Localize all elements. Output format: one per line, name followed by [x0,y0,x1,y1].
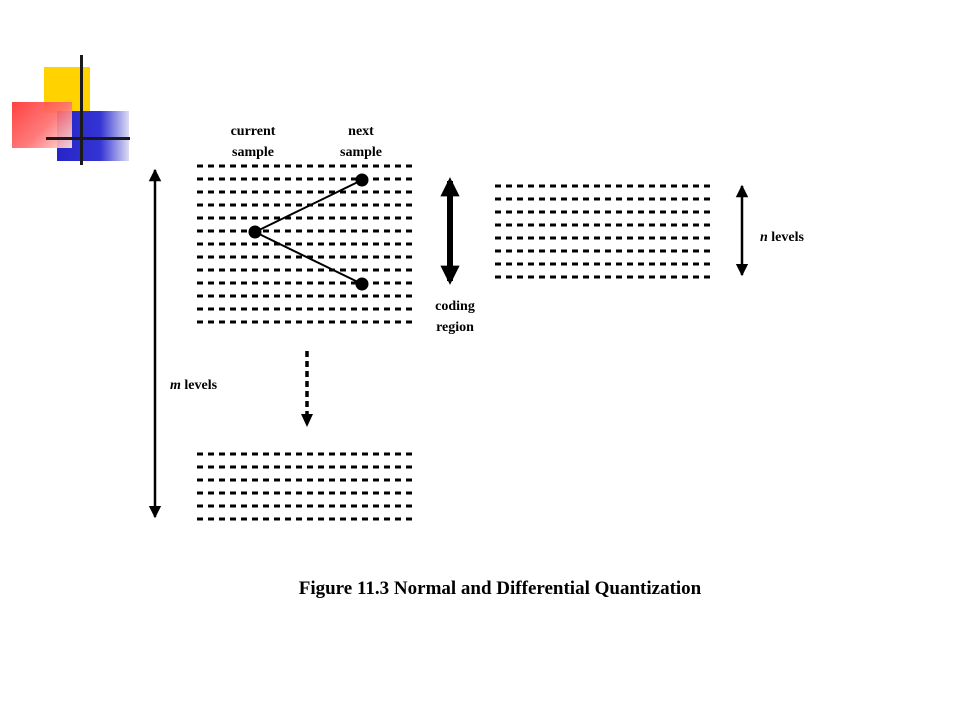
current-sample-label-line1: current [230,124,276,139]
quantization-arrowhead [301,414,313,427]
next-sample-label-line1: next [348,124,374,139]
coding-region-label: coding region [415,296,495,338]
coding-region-label-line1: coding [435,299,475,314]
current-sample-label-line2: sample [232,145,274,160]
next-sample-lower-point [355,277,369,291]
coding-region-label-line2: region [436,320,474,335]
current-sample-label: current sample [213,121,293,163]
current-to-next-lower-line [254,231,363,285]
m-levels-grid-bottom [197,452,417,521]
next-sample-label-line2: sample [340,145,382,160]
m-levels-text: levels [180,378,218,393]
n-levels-label: n levels [760,230,804,246]
m-levels-variable: m [170,378,181,393]
m-levels-grid-top [197,164,417,324]
current-to-next-upper-line [254,179,363,233]
figure-caption: Figure 11.3 Normal and Differential Quan… [298,578,702,599]
next-sample-label: next sample [321,121,401,163]
logo-red-square [12,102,72,148]
n-levels-text: levels [767,230,804,245]
slide-logo [0,0,140,170]
logo-vertical-line [80,55,83,165]
next-sample-upper-point [355,173,369,187]
current-sample-point [248,225,262,239]
m-levels-label: m levels [170,378,217,394]
n-levels-grid [495,184,715,279]
n-levels-variable: n [760,230,768,245]
logo-horizontal-line [46,137,130,140]
